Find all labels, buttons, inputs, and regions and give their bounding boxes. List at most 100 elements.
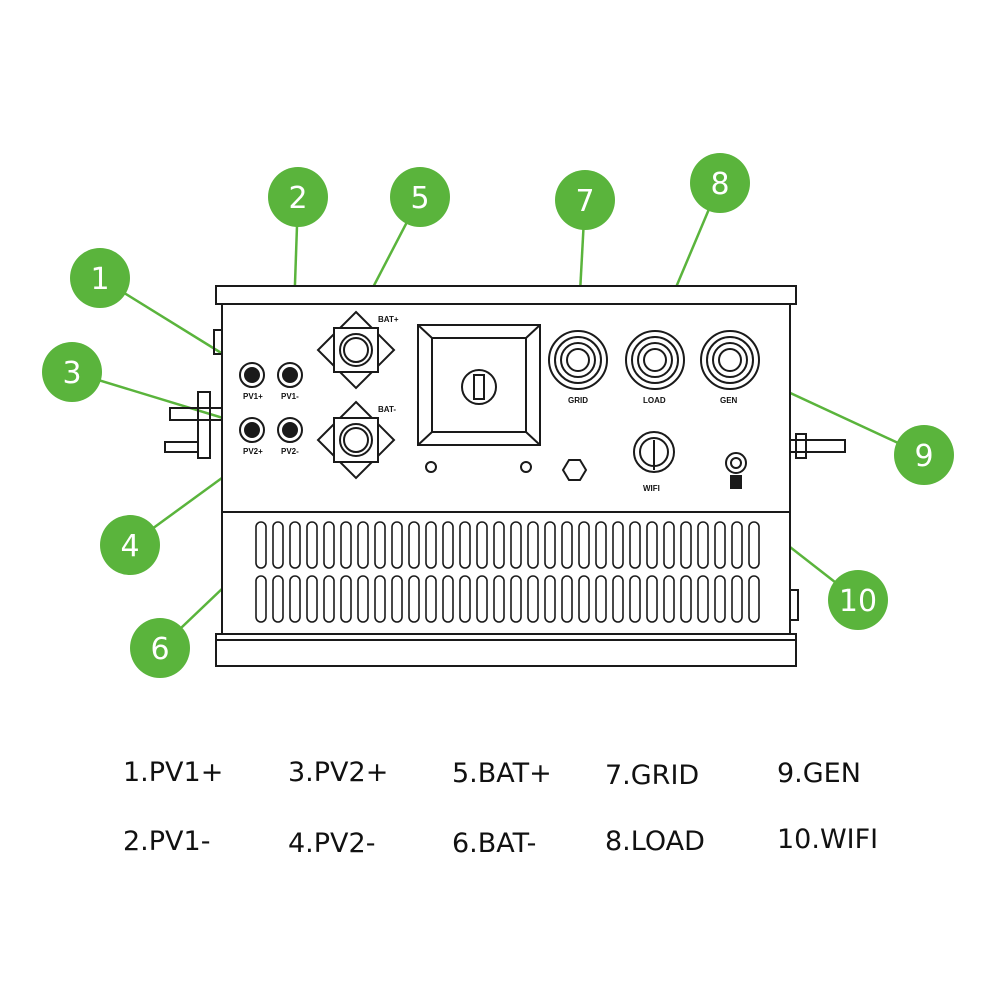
vent-plug bbox=[561, 459, 588, 481]
pv2-minus-panel-label: PV2- bbox=[281, 447, 299, 456]
legend-item-bat-plus: 5.BAT+ bbox=[452, 758, 552, 789]
vent-slot-upper bbox=[493, 521, 505, 569]
vent-slot-upper bbox=[476, 521, 488, 569]
vent-slot-upper bbox=[323, 521, 335, 569]
vent-slot-lower bbox=[306, 575, 318, 623]
callout-1: 1 bbox=[70, 248, 130, 308]
bat-plus-panel-label: BAT+ bbox=[378, 315, 399, 324]
callout-label-4: 4 bbox=[120, 529, 139, 564]
vent-slot-upper bbox=[459, 521, 471, 569]
vent-slot-upper bbox=[442, 521, 454, 569]
leader-line-3 bbox=[71, 370, 247, 427]
legend-item-pv2-plus: 3.PV2+ bbox=[288, 757, 389, 788]
callout-label-2: 2 bbox=[288, 181, 307, 216]
load-panel-label: LOAD bbox=[643, 396, 666, 405]
vent-slot-lower bbox=[578, 575, 590, 623]
pv1-plus-connector bbox=[239, 362, 265, 388]
vent-slot-upper bbox=[510, 521, 522, 569]
vent-slot-lower bbox=[272, 575, 284, 623]
vent-slots bbox=[255, 521, 760, 623]
vent-slot-lower bbox=[731, 575, 743, 623]
vent-slot-upper bbox=[663, 521, 675, 569]
vent-slot-upper bbox=[289, 521, 301, 569]
grid-gland bbox=[548, 330, 608, 390]
vent-slot-lower bbox=[374, 575, 386, 623]
pv2-plus-connector bbox=[239, 417, 265, 443]
legend-item-pv2-minus: 4.PV2- bbox=[288, 828, 376, 859]
legend-item-pv1-plus: 1.PV1+ bbox=[123, 757, 224, 788]
callout-7: 7 bbox=[555, 170, 615, 230]
vent-slot-upper bbox=[544, 521, 556, 569]
cable-glands bbox=[548, 330, 760, 489]
callout-label-10: 10 bbox=[839, 584, 877, 619]
vent-slot-upper bbox=[646, 521, 658, 569]
vent-slot-lower bbox=[544, 575, 556, 623]
vent-slot-upper bbox=[527, 521, 539, 569]
callout-label-9: 9 bbox=[914, 439, 933, 474]
vent-slot-lower bbox=[680, 575, 692, 623]
left-side-tab bbox=[213, 329, 223, 355]
callout-label-8: 8 bbox=[710, 167, 729, 202]
callout-3: 3 bbox=[42, 342, 102, 402]
vent-slot-upper bbox=[255, 521, 267, 569]
callout-circles: 1 2 3 4 5 6 7 8 bbox=[42, 153, 954, 678]
vent-slot-lower bbox=[255, 575, 267, 623]
vent-slot-lower bbox=[612, 575, 624, 623]
right-handle bbox=[789, 439, 846, 453]
vent-slot-lower bbox=[323, 575, 335, 623]
vent-slot-lower bbox=[357, 575, 369, 623]
wifi-port bbox=[633, 431, 675, 473]
gen-gland bbox=[700, 330, 760, 390]
callout-label-7: 7 bbox=[575, 184, 594, 219]
callout-6: 6 bbox=[130, 618, 190, 678]
legend-item-grid: 7.GRID bbox=[605, 760, 700, 791]
vent-slot-lower bbox=[663, 575, 675, 623]
vent-slot-upper bbox=[272, 521, 284, 569]
vent-slot-upper bbox=[595, 521, 607, 569]
left-handle bbox=[164, 441, 199, 453]
callout-4: 4 bbox=[100, 515, 160, 575]
vent-slot-lower bbox=[510, 575, 522, 623]
left-bracket bbox=[197, 391, 211, 459]
pv1-plus-panel-label: PV1+ bbox=[243, 392, 263, 401]
bat-plus-terminal bbox=[316, 310, 396, 390]
vent-slot-upper bbox=[306, 521, 318, 569]
vent-slot-lower bbox=[646, 575, 658, 623]
callout-label-1: 1 bbox=[90, 262, 109, 297]
vent-slot-lower bbox=[340, 575, 352, 623]
dc-switch-box bbox=[417, 324, 541, 473]
vent-slot-lower bbox=[391, 575, 403, 623]
vent-slot-lower bbox=[425, 575, 437, 623]
callout-label-6: 6 bbox=[150, 632, 169, 667]
pv2-minus-connector bbox=[277, 417, 303, 443]
base-plate bbox=[215, 633, 797, 667]
vent-slot-upper bbox=[612, 521, 624, 569]
vent-slot-upper bbox=[391, 521, 403, 569]
vent-slot-upper bbox=[748, 521, 760, 569]
grid-panel-label: GRID bbox=[568, 396, 588, 405]
pv1-minus-panel-label: PV1- bbox=[281, 392, 299, 401]
bat-minus-panel-label: BAT- bbox=[378, 405, 396, 414]
right-side-tab bbox=[789, 589, 799, 621]
vent-slot-upper bbox=[731, 521, 743, 569]
left-handle-upper bbox=[169, 407, 223, 421]
legend-item-wifi: 10.WIFI bbox=[777, 824, 879, 855]
vent-slot-lower bbox=[408, 575, 420, 623]
callout-10: 10 bbox=[828, 570, 888, 630]
bat-minus-terminal bbox=[316, 400, 396, 480]
vent-slot-upper bbox=[697, 521, 709, 569]
top-lid bbox=[215, 285, 797, 305]
legend-item-bat-minus: 6.BAT- bbox=[452, 828, 537, 859]
vent-slot-upper bbox=[408, 521, 420, 569]
legend-item-load: 8.LOAD bbox=[605, 826, 705, 857]
vent-slot-lower bbox=[442, 575, 454, 623]
callout-2: 2 bbox=[268, 167, 328, 227]
vent-slot-upper bbox=[578, 521, 590, 569]
battery-terminals bbox=[316, 310, 396, 480]
callout-label-3: 3 bbox=[62, 356, 81, 391]
vent-slot-lower bbox=[527, 575, 539, 623]
pv2-plus-panel-label: PV2+ bbox=[243, 447, 263, 456]
legend-item-pv1-minus: 2.PV1- bbox=[123, 826, 211, 857]
callout-8: 8 bbox=[690, 153, 750, 213]
